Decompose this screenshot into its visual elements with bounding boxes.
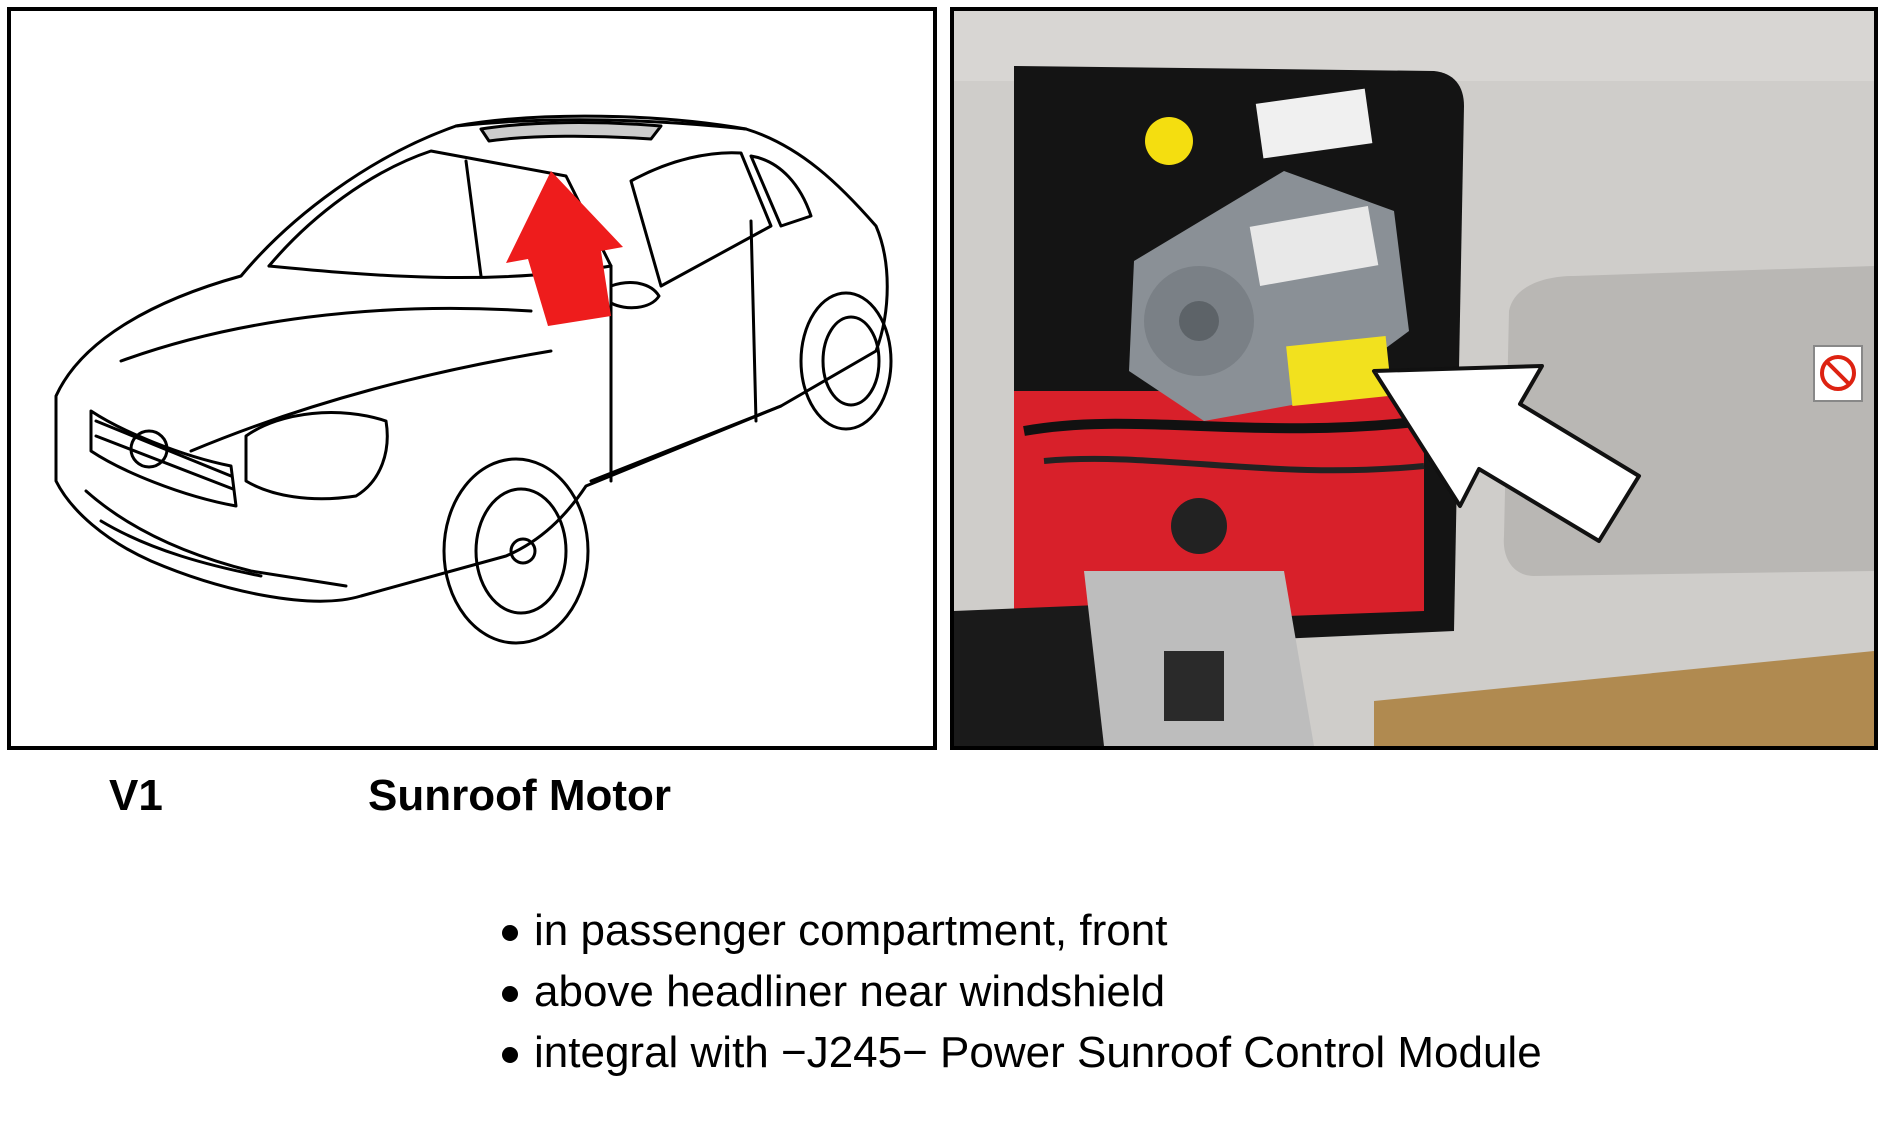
list-item: above headliner near windshield <box>500 961 1620 1022</box>
bullet-icon <box>502 986 518 1002</box>
locator-arrow-icon <box>506 171 623 326</box>
location-notes-list: in passenger compartment, front above he… <box>500 900 1620 1083</box>
motor-location-photo <box>954 11 1874 746</box>
vehicle-illustration-panel <box>7 7 937 750</box>
motor-location-photo-panel <box>950 7 1878 750</box>
component-id: V1 <box>109 771 163 820</box>
vehicle-line-drawing <box>54 114 893 645</box>
note-text: in passenger compartment, front <box>534 906 1168 955</box>
list-item: in passenger compartment, front <box>500 900 1620 961</box>
note-text: integral with −J245− Power Sunroof Contr… <box>534 1028 1542 1077</box>
list-item: integral with −J245− Power Sunroof Contr… <box>500 1022 1620 1083</box>
component-name: Sunroof Motor <box>368 771 672 820</box>
bullet-icon <box>502 1047 518 1063</box>
locator-arrow-icon <box>1372 364 1641 543</box>
bullet-icon <box>502 925 518 941</box>
note-text: above headliner near windshield <box>534 967 1166 1016</box>
